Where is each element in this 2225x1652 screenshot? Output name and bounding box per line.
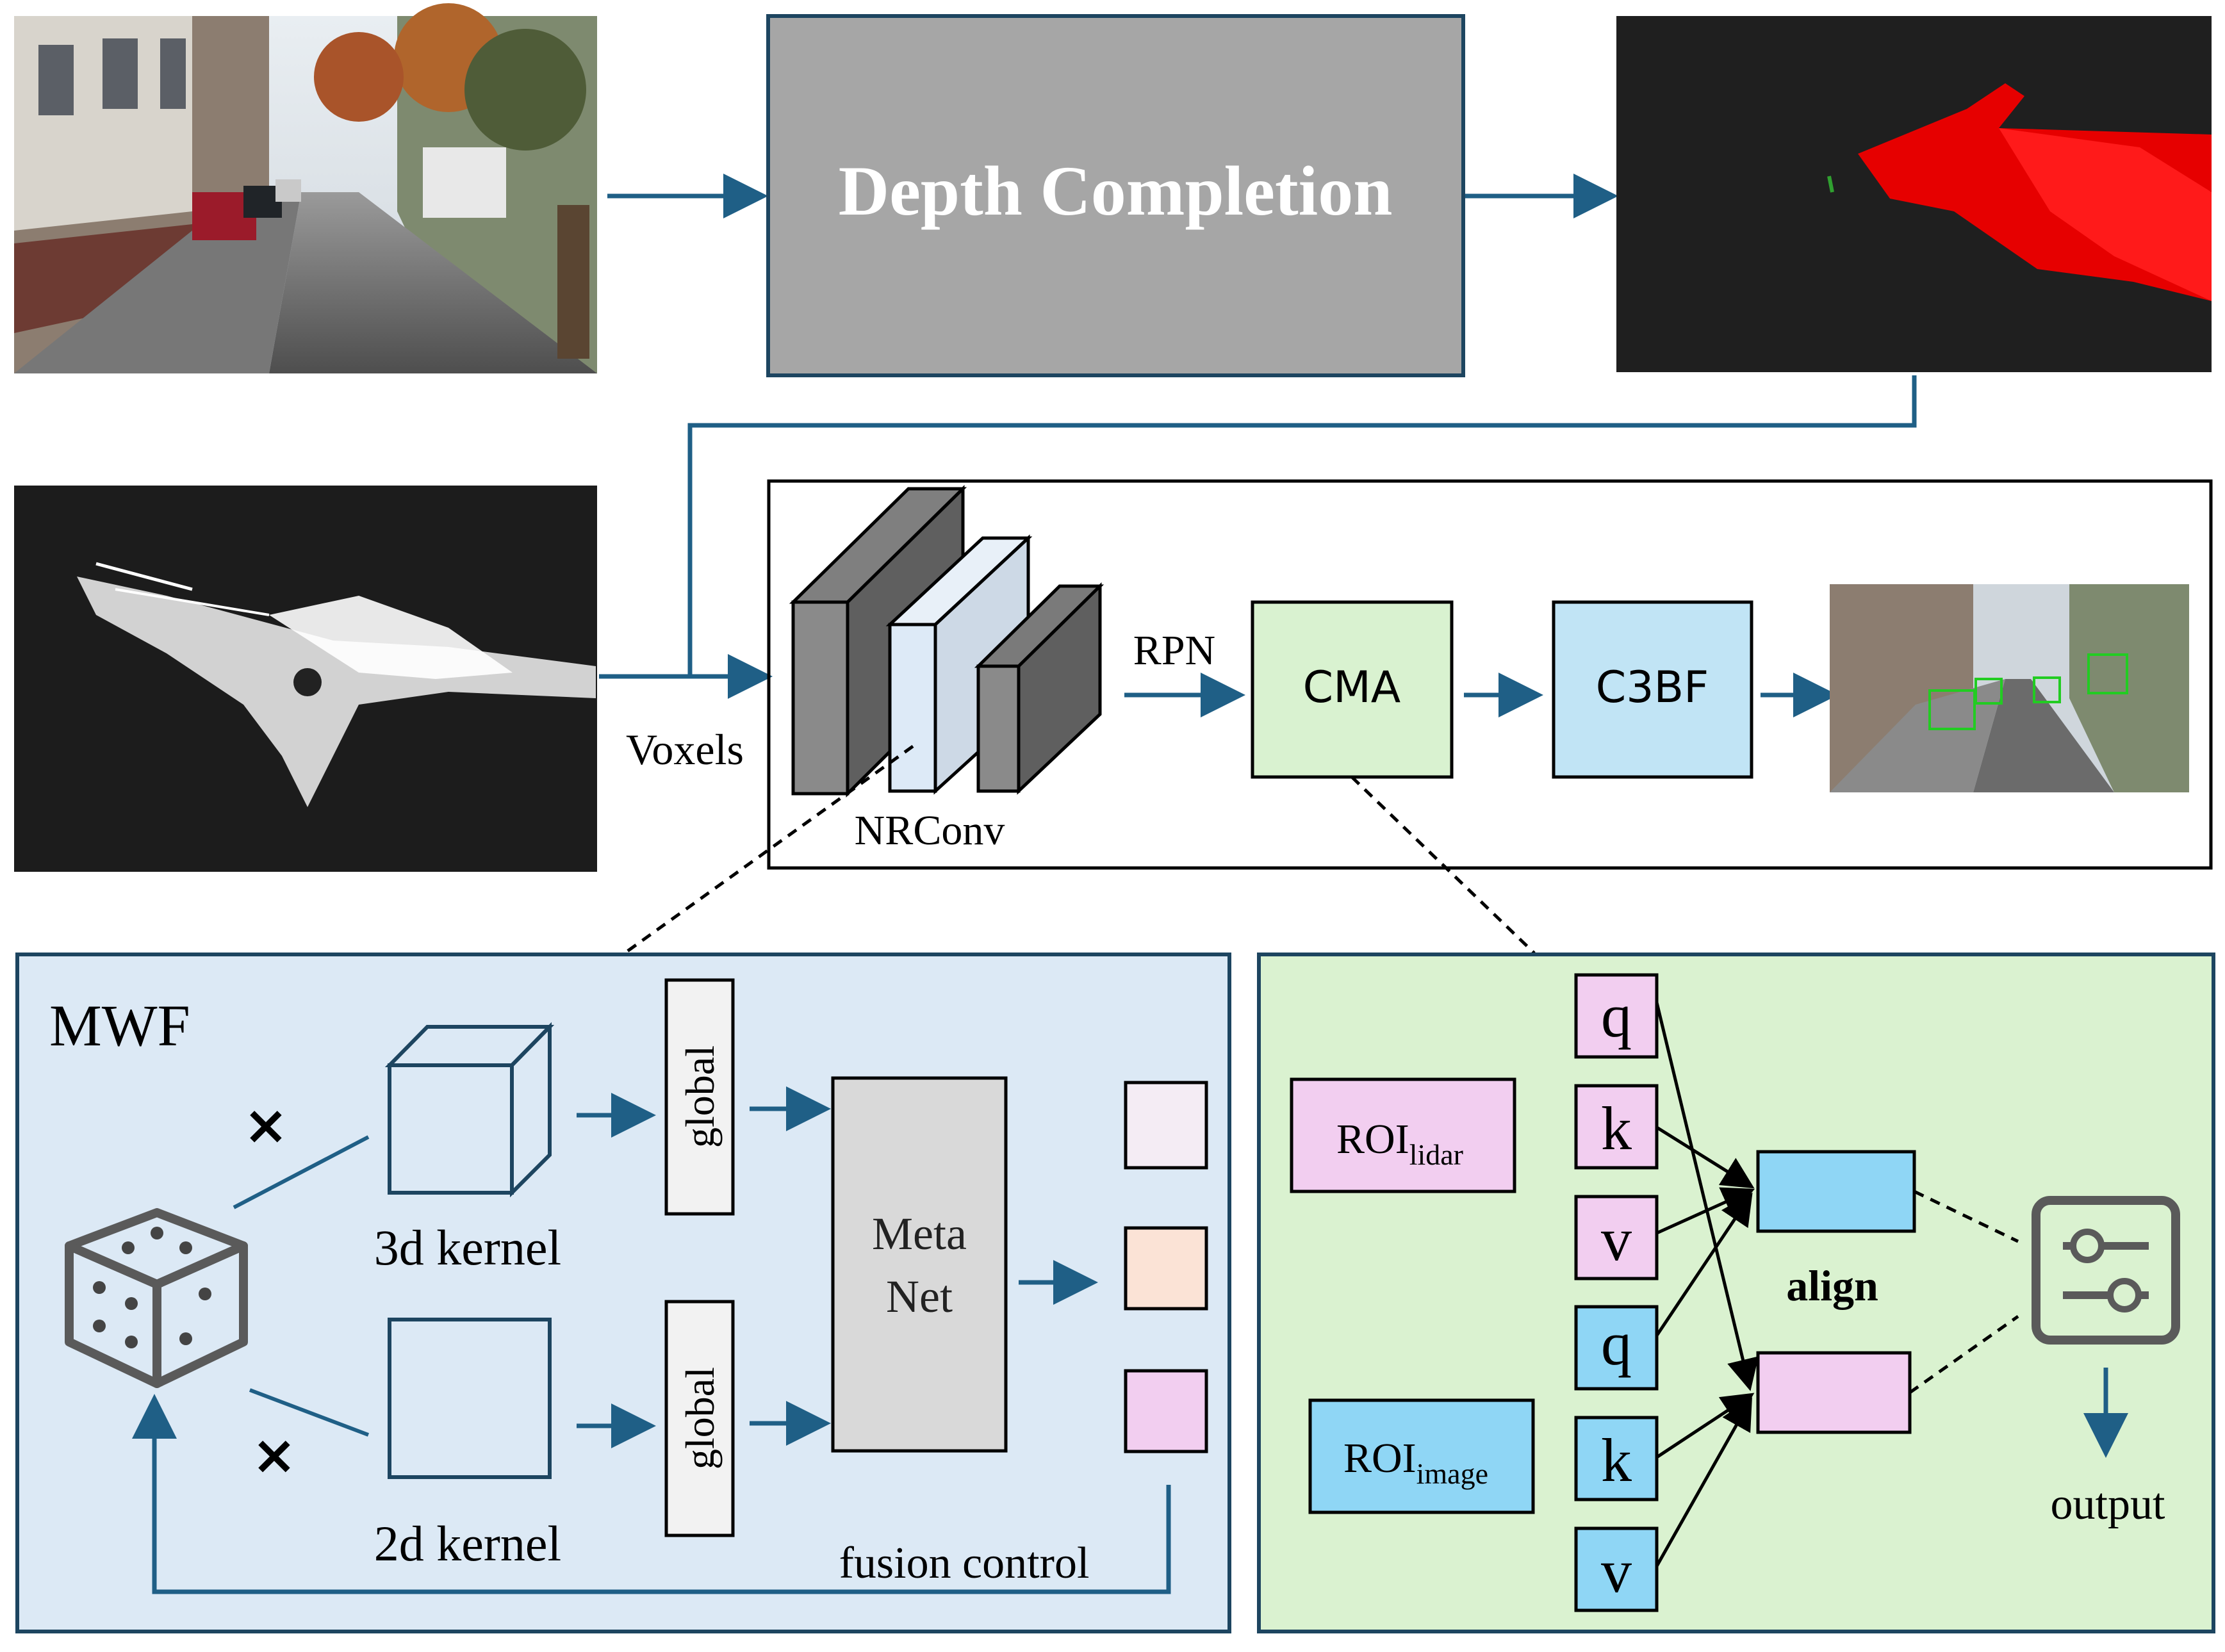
fusion-weight-1 — [1124, 1081, 1208, 1170]
cma-label: CMA — [1303, 662, 1401, 713]
roi-lidar-label: ROIlidar — [1336, 1116, 1463, 1171]
image-k-label: k — [1601, 1426, 1632, 1494]
lidar-q-label: q — [1601, 981, 1632, 1050]
nrconv-label: NRConv — [855, 807, 1005, 854]
lidar-k-label: k — [1601, 1094, 1632, 1163]
detection-output-image — [1830, 584, 2189, 792]
image-k-box — [1574, 1416, 1659, 1501]
cma-detail-panel: ROIlidar ROIimage q k v q k v align — [1257, 953, 2215, 1633]
depth-completion-label: Depth Completion — [839, 152, 1393, 230]
lidar-q-box — [1574, 973, 1659, 1059]
meta-net-label-line2: Net — [886, 1271, 953, 1322]
image-v-label: v — [1601, 1537, 1632, 1605]
kernel-3d-label: 3d kernel — [374, 1220, 561, 1275]
dense-pointcloud-image — [1616, 16, 2212, 372]
lidar-v-box — [1574, 1195, 1659, 1280]
global-pool-2d — [664, 1300, 735, 1537]
lidar-pointcloud-image — [14, 486, 597, 872]
nrconv-zoom-connector — [623, 744, 914, 955]
multiply-sign-3d: × — [243, 1093, 288, 1156]
fusion-control-label: fusion control — [839, 1539, 1090, 1588]
meta-net-block — [831, 1076, 1008, 1453]
global-pool-3d — [664, 978, 735, 1216]
c3bf-label: C3BF — [1596, 662, 1709, 713]
output-label: output — [2051, 1480, 2165, 1529]
mwf-panel: MWF × × 3d kernel — [15, 953, 1231, 1633]
align-label: align — [1786, 1261, 1878, 1310]
meta-net-label-line1: Meta — [872, 1208, 967, 1259]
image-q-box — [1574, 1305, 1659, 1391]
multiply-sign-2d: × — [252, 1423, 297, 1486]
roi-image-box — [1308, 1398, 1535, 1514]
roi-image-label: ROIimage — [1343, 1435, 1488, 1490]
sliders-icon — [2032, 1196, 2180, 1345]
global-label-3d: global — [677, 1045, 723, 1148]
dice-icon — [65, 1208, 248, 1388]
rpn-label: RPN — [1133, 627, 1215, 674]
voxels-label: Voxels — [626, 725, 744, 774]
street-image-input — [14, 3, 597, 373]
fusion-weight-3 — [1124, 1369, 1208, 1453]
roi-lidar-box — [1290, 1077, 1516, 1193]
kernel-3d-cube — [384, 1022, 555, 1198]
fusion-weight-2 — [1124, 1226, 1208, 1311]
depth-completion-block: Depth Completion — [766, 14, 1465, 377]
image-q-label: q — [1601, 1309, 1632, 1378]
c3bf-block: C3BF — [1552, 600, 1753, 779]
kernel-2d-label: 2d kernel — [374, 1516, 561, 1571]
image-v-box — [1574, 1526, 1659, 1612]
global-label-2d: global — [677, 1367, 723, 1469]
lidar-v-label: v — [1601, 1205, 1632, 1273]
detection-pipeline-frame — [767, 479, 2213, 870]
lidar-k-box — [1574, 1084, 1659, 1170]
fusion-control-feedback — [132, 1394, 1171, 1594]
cma-zoom-connector — [1351, 776, 1536, 954]
aligned-lidar-feature — [1756, 1351, 1912, 1434]
cma-block: CMA — [1251, 600, 1454, 779]
nrconv-block — [789, 485, 1104, 798]
pointcloud-to-voxels-connector — [687, 375, 1917, 676]
mwf-title: MWF — [49, 993, 190, 1058]
kernel-2d-square — [388, 1318, 552, 1479]
aligned-image-feature — [1756, 1150, 1916, 1233]
